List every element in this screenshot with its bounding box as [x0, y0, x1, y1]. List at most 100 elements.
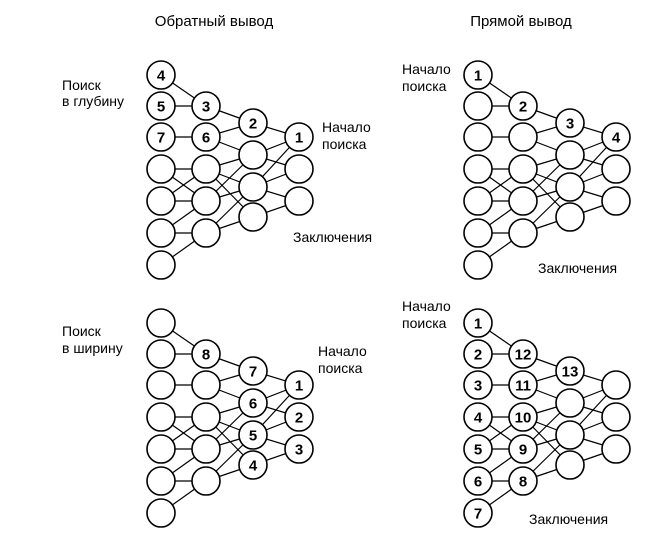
fd-node: [601, 154, 631, 184]
bb-node-circle: [146, 402, 176, 432]
bb-node: 1: [284, 370, 314, 400]
bd-node: 3: [191, 91, 221, 121]
fd-node-circle: [555, 202, 585, 232]
bb-node: 8: [191, 339, 221, 369]
bd-node: [146, 250, 176, 280]
fb-node-label: 13: [562, 364, 579, 381]
bb-node-label: 7: [249, 364, 257, 381]
fb-node-label: 2: [474, 347, 482, 364]
label-depth-search-1: Поиск: [62, 77, 102, 93]
fd-node: [508, 186, 538, 216]
fd-node: 1: [463, 60, 493, 90]
bb-node-circle: [191, 402, 221, 432]
label-bd-start-2: поиска: [322, 136, 367, 152]
fd-node-label: 2: [519, 99, 527, 116]
fd-node-circle: [463, 154, 493, 184]
fd-node: [463, 218, 493, 248]
label-breadth-search-2: в ширину: [62, 340, 123, 356]
bb-node-circle: [238, 450, 268, 480]
bb-node-circle: [284, 434, 314, 464]
label-fb-start-2: поиска: [402, 315, 447, 331]
label-fb-conclusions: Заключения: [529, 511, 608, 527]
fb-node-circle: [463, 402, 493, 432]
label-bd-start-1: Начало: [322, 119, 371, 135]
fd-node-circle: [463, 122, 493, 152]
bb-node-circle: [191, 434, 221, 464]
bd-node: 4: [146, 60, 176, 90]
bd-node: [146, 186, 176, 216]
fb-node-label: 8: [519, 474, 527, 491]
bb-node: 2: [284, 402, 314, 432]
fb-node: [555, 388, 585, 418]
bd-node-label: 5: [157, 99, 165, 116]
fb-node-circle: [463, 434, 493, 464]
fd-node-circle: [463, 218, 493, 248]
fd-node: [555, 202, 585, 232]
bd-node-circle: [284, 154, 314, 184]
fb-node: [555, 450, 585, 480]
fd-node: [508, 218, 538, 248]
fb-node: [601, 370, 631, 400]
bb-node: [146, 434, 176, 464]
fb-node: 8: [508, 466, 538, 496]
fb-node: 11: [508, 370, 538, 400]
fd-node: [555, 172, 585, 202]
fb-node-circle: [508, 370, 538, 400]
bb-node: [146, 466, 176, 496]
fd-node-circle: [555, 140, 585, 170]
label-depth-search-2: в глубину: [62, 93, 124, 109]
bb-node: [146, 498, 176, 528]
bb-node: [146, 308, 176, 338]
bb-node: [191, 434, 221, 464]
bb-node-circle: [284, 370, 314, 400]
fb-node: 5: [463, 434, 493, 464]
bd-node-circle: [191, 186, 221, 216]
fb-node: 4: [463, 402, 493, 432]
bd-node-circle: [191, 154, 221, 184]
label-breadth-search-1: Поиск: [62, 323, 102, 339]
bd-node-label: 1: [295, 130, 303, 147]
bd-node: [284, 154, 314, 184]
bd-node: 6: [191, 122, 221, 152]
fd-node-circle: [463, 60, 493, 90]
bb-node-circle: [146, 498, 176, 528]
fd-node-circle: [508, 154, 538, 184]
fd-node-circle: [508, 91, 538, 121]
bd-node: 1: [284, 122, 314, 152]
fb-node-circle: [508, 402, 538, 432]
bb-node: 3: [284, 434, 314, 464]
fd-node: 3: [555, 108, 585, 138]
fb-node-label: 9: [519, 442, 527, 459]
fb-node-label: 10: [515, 410, 532, 427]
label-bb-start-1: Начало: [318, 343, 367, 359]
fb-node-circle: [508, 434, 538, 464]
bb-node-circle: [191, 339, 221, 369]
label-bd-conclusions: Заключения: [293, 229, 372, 245]
fd-node: 4: [601, 122, 631, 152]
bb-node: 7: [238, 356, 268, 386]
fd-node-label: 3: [566, 116, 574, 133]
fb-node: 13: [555, 356, 585, 386]
fb-node: 12: [508, 339, 538, 369]
fd-node: [463, 154, 493, 184]
label-fd-conclusions: Заключения: [538, 260, 617, 276]
fd-node: [508, 122, 538, 152]
fb-node-circle: [463, 370, 493, 400]
bd-node: [238, 140, 268, 170]
bd-node-circle: [146, 91, 176, 121]
bb-node-label: 2: [295, 410, 303, 427]
fb-node-circle: [463, 498, 493, 528]
fb-node: 1: [463, 308, 493, 338]
fb-node-label: 3: [474, 378, 482, 395]
bd-node: [238, 172, 268, 202]
bd-node: [146, 154, 176, 184]
fd-node-circle: [555, 108, 585, 138]
fb-node-label: 12: [515, 347, 532, 364]
bd-node-label: 2: [249, 116, 257, 133]
bd-node: [238, 202, 268, 232]
fb-node: 10: [508, 402, 538, 432]
bd-node-label: 6: [202, 130, 210, 147]
fb-node-circle: [463, 339, 493, 369]
fd-node-circle: [601, 186, 631, 216]
fd-node-circle: [601, 122, 631, 152]
